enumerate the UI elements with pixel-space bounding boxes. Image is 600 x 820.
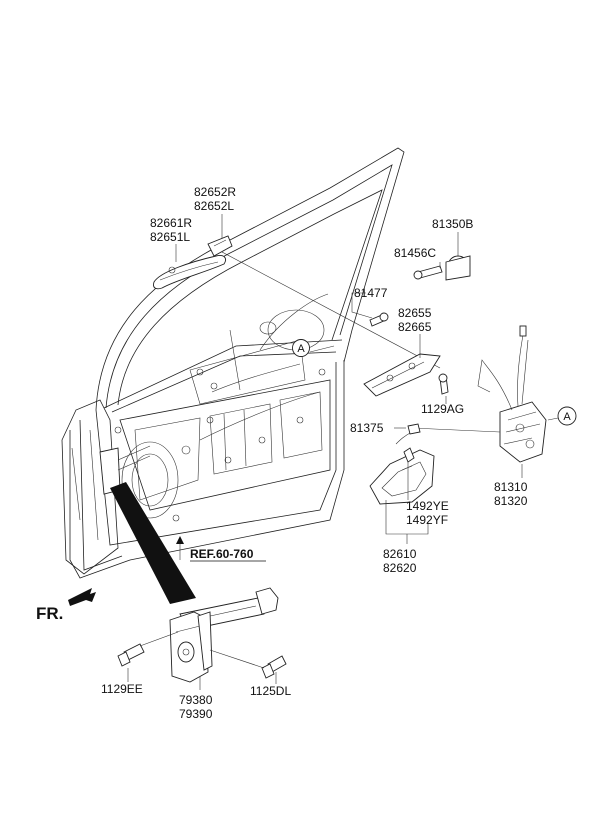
- callout-a-latch: A: [557, 406, 577, 426]
- label-82652l: 82652L: [194, 199, 234, 213]
- inside-handle-bracket: [363, 353, 441, 397]
- door-checker: [169, 587, 279, 683]
- label-82610: 82610: [383, 547, 417, 561]
- leader-lines: [127, 214, 559, 690]
- callout-a-door: A: [292, 339, 310, 357]
- label-1129ee: 1129EE: [101, 682, 143, 696]
- label-82651l: 82651L: [150, 230, 190, 244]
- door-frame: [61, 147, 405, 579]
- label-81456c: 81456C: [394, 246, 436, 260]
- inside-handle: [369, 449, 435, 505]
- callout-a-latch-letter: A: [563, 411, 571, 423]
- label-82652r: 82652R: [194, 185, 236, 199]
- front-direction-arrow: [68, 588, 96, 606]
- label-79390: 79390: [179, 707, 213, 721]
- handle-leader: [221, 251, 441, 369]
- label-82655: 82655: [398, 306, 432, 320]
- door-latch: [395, 325, 547, 463]
- label-81310: 81310: [494, 480, 528, 494]
- check-link-sweep: [110, 482, 196, 604]
- label-82661r: 82661R: [150, 216, 192, 230]
- key-cylinder-bolt: [413, 265, 443, 280]
- label-1129ag: 1129AG: [421, 402, 464, 416]
- label-81375: 81375: [350, 421, 384, 435]
- label-81350b: 81350B: [432, 217, 473, 231]
- key-cylinder: [445, 255, 471, 281]
- label-1492yf: 1492YF: [406, 513, 448, 527]
- label-82620: 82620: [383, 561, 417, 575]
- outside-handle: [153, 255, 227, 290]
- bolt-1129ee: [117, 643, 145, 667]
- bolt-1125dl: [261, 655, 287, 679]
- callout-a-door-letter: A: [297, 343, 305, 355]
- ref-label: REF.60-760: [190, 547, 254, 561]
- bracket-bolt-1129ag: [438, 373, 449, 395]
- direction-label: FR.: [36, 604, 63, 623]
- label-81320: 81320: [494, 494, 528, 508]
- handle-screw-1492: [403, 447, 415, 463]
- outside-handle-cover: [207, 235, 233, 257]
- label-81477: 81477: [354, 286, 388, 300]
- bracket-bolt-81477: [369, 312, 389, 327]
- label-82665: 82665: [398, 320, 432, 334]
- label-1492ye: 1492YE: [406, 499, 449, 513]
- label-79380: 79380: [179, 693, 213, 707]
- rod-clip-81375: [407, 423, 421, 435]
- label-1125dl: 1125DL: [250, 684, 291, 698]
